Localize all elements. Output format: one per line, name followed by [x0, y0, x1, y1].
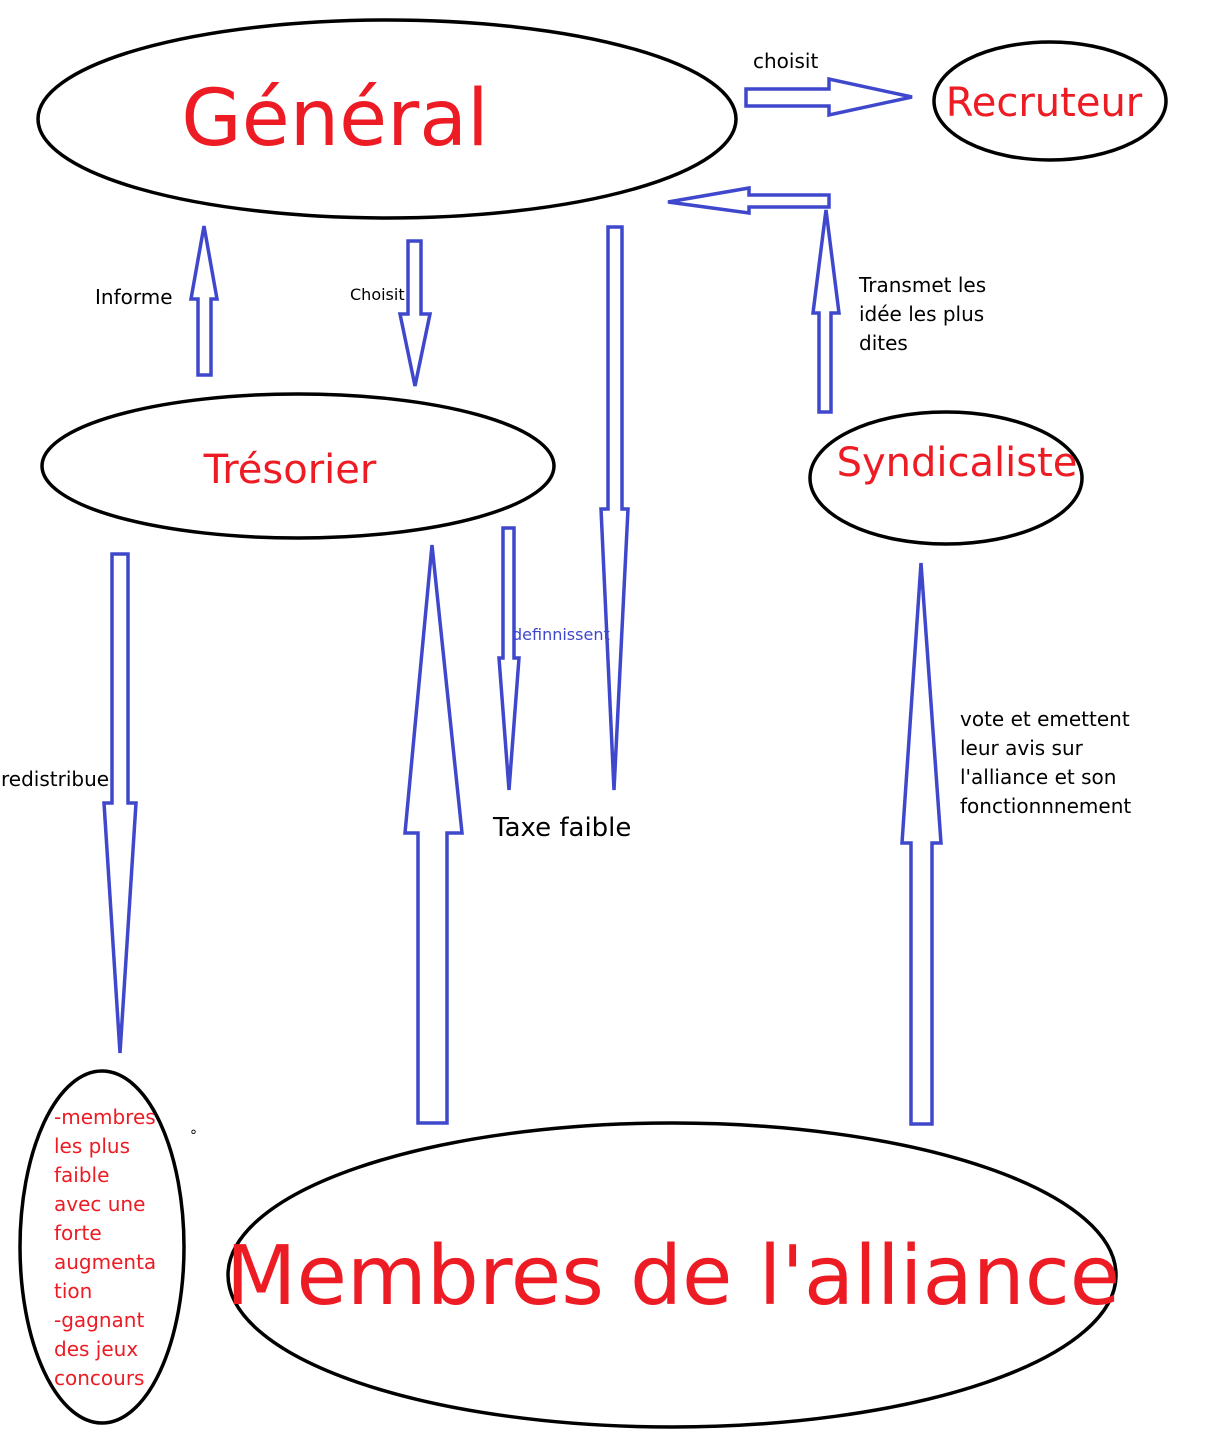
arrow-general-tresorier: [397, 239, 433, 387]
arrow-tresorier-taxe: [497, 526, 521, 791]
beneficiaires-line: augmenta: [54, 1250, 156, 1274]
arrow-tresorier-beneficiaires: [102, 552, 138, 1054]
beneficiaires-line: -membres: [54, 1105, 156, 1129]
beneficiaires-line: -gagnant: [54, 1308, 144, 1332]
beneficiaires-line: concours: [54, 1366, 144, 1390]
node-general: [36, 18, 738, 220]
label-vote-line: leur avis sur: [960, 736, 1084, 760]
beneficiaires-line: les plus: [54, 1134, 130, 1158]
label-vote-line: vote et emettent: [960, 707, 1130, 731]
title-recruteur: Recruteur: [946, 80, 1143, 126]
label-vote-line: l'alliance et son: [960, 765, 1116, 789]
node-recruteur: [932, 40, 1168, 162]
arrow-general-taxe: [599, 225, 630, 791]
arrow-tresorier-general: [188, 225, 220, 377]
arrow-membres-syndicaliste: [900, 562, 943, 1126]
title-syndicaliste: Syndicaliste: [837, 440, 1078, 486]
label-vote: vote et emettent leur avis sur l'allianc…: [960, 707, 1136, 818]
beneficiaires-line: des jeux: [54, 1337, 138, 1361]
label-transmet-line: Transmet les: [858, 273, 986, 297]
label-redistribue: redistribue: [1, 767, 109, 791]
label-choisit-tresorier: Choisit: [350, 285, 405, 304]
label-transmet: Transmet les idée les plus dites: [858, 273, 992, 355]
node-membres: [226, 1121, 1118, 1429]
arrow-elbow-general: [667, 185, 831, 216]
label-transmet-line: idée les plus: [859, 302, 984, 326]
beneficiaires-list: -membres les plus faible avec une forte …: [54, 1105, 163, 1390]
label-choisit-recruteur: choisit: [753, 49, 818, 73]
beneficiaires-line: forte: [54, 1221, 102, 1245]
label-informe: Informe: [95, 285, 173, 309]
beneficiaires-line: faible: [54, 1163, 109, 1187]
beneficiaires-line: avec une: [54, 1192, 145, 1216]
arrow-syndicaliste-general: [811, 209, 841, 414]
label-vote-line: fonctionnnement: [960, 794, 1131, 818]
node-tresorier: [40, 392, 556, 540]
beneficiaires-line: tion: [54, 1279, 92, 1303]
title-general: Général: [181, 74, 488, 164]
label-transmet-line: dites: [859, 331, 908, 355]
arrow-general-recruteur: [744, 76, 913, 118]
arrow-membres-tresorier: [403, 544, 464, 1125]
stray-mark: °: [190, 1128, 197, 1144]
title-tresorier: Trésorier: [203, 447, 377, 493]
label-taxe-faible: Taxe faible: [492, 813, 631, 843]
node-syndicaliste: [808, 410, 1084, 546]
title-membres: Membres de l'alliance: [226, 1229, 1121, 1324]
label-definissent: definnissent: [512, 625, 610, 644]
node-beneficiaires: [18, 1069, 186, 1425]
